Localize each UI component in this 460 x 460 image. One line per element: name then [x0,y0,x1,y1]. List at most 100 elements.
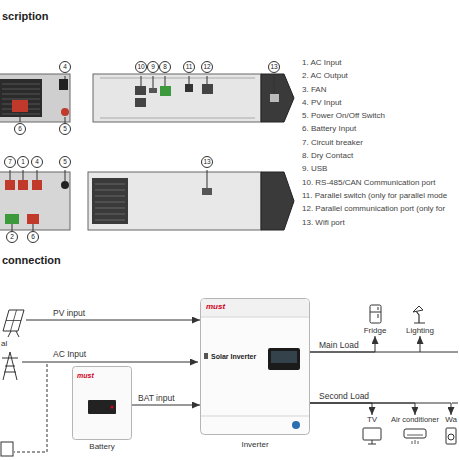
spec-item: 6. Battery Input [302,124,456,134]
device-cover [261,74,294,122]
edge-label: Main Load [318,340,360,350]
load-bus [420,352,458,403]
spec-item: 13. Wifi port [302,218,456,228]
edge-label: BAT input [137,393,176,403]
node-shape [404,429,426,438]
rj45-port [135,98,146,107]
ac-input-line [22,362,198,363]
wifi-port [270,94,279,102]
generator-icon [1,442,13,456]
callout-number: 7 [4,156,16,168]
spec-item: 12. Parallel communication port (only fo… [302,204,456,214]
leader-line [141,76,274,94]
spec-item: 8. Dry Contact [302,151,456,161]
spec-item: 3. FAN [302,85,456,95]
usb-port [149,88,157,93]
section-heading: scription [2,10,48,23]
device-cover [261,172,294,230]
edge-label: PV input [52,308,86,318]
air-conditioner-load: Air conditioner [391,415,439,445]
node-shape [448,434,454,440]
node-graphic [0,307,26,337]
callout-number: 4 [59,61,71,73]
spec-item: 2. AC Output [302,71,456,81]
callout-number: 6 [14,123,26,135]
spec-item: 11. Parallel switch (only for parallel m… [302,191,456,201]
leader-line [20,76,65,123]
spec-item: 4. PV Input [302,98,456,108]
spec-item: 7. Circuit breaker [302,138,456,148]
switch [61,181,69,189]
node-shape [271,351,297,363]
callout-number: 2 [6,231,18,243]
parallel-port [202,84,213,94]
node-shape [73,367,132,440]
terminal [5,180,15,190]
battery-unit: mustBattery [72,366,132,452]
node-text: Battery [72,442,132,452]
node-shape [201,299,310,435]
callout-number: 9 [147,61,159,73]
wifi-port [202,188,212,195]
rj45-port [135,86,146,95]
dashed-line [14,364,47,452]
pv-terminal [59,79,68,90]
spec-item: 9. USB [302,164,456,174]
connector-line [310,336,375,352]
node-text: Fridge [364,326,387,336]
terminal [18,180,28,190]
spec-item: 1. AC Input [302,58,456,68]
heatsink-fins [95,184,125,220]
lighting-load: Lighting [406,302,434,336]
parallel-switch [185,84,193,92]
terminal [27,214,39,224]
callout-number: 12 [201,61,213,73]
spec-item: 5. Power On/Off Switch [302,111,456,121]
connector-line [310,336,420,352]
node-text: must [77,371,132,381]
callout-number: 11 [183,61,195,73]
node-shape [292,421,300,429]
node-shape [407,435,423,444]
node-graphic [362,427,382,445]
device-bottom [0,172,70,230]
node-shape [370,307,381,318]
node-text: Wa [445,415,457,425]
callout-number: 1 [17,156,29,168]
node-shape [88,400,116,414]
edge-label: Second Load [318,391,370,401]
grid-tower-icon [2,352,18,380]
callout-number: 6 [27,231,39,243]
node-text: al [1,339,26,349]
callout-number: 13 [201,156,213,168]
terminal [32,180,42,190]
node-text: Air conditioner [391,415,439,425]
connector-line [310,403,451,415]
connector-line [310,403,372,415]
node-text: Lighting [406,326,434,336]
node-shape [8,331,19,337]
node-graphic [410,304,430,324]
callout-number: 10 [135,61,147,73]
section-heading: connection [2,254,61,267]
node-text: Inverter [200,440,310,450]
line-label: AC Input [52,349,87,359]
solar-panel: al [0,305,26,349]
fridge-load: Fridge [364,302,387,336]
node-text: TV [362,415,382,425]
node-shape [414,311,425,323]
connector-line [26,320,200,321]
node-shape [363,428,381,440]
node-shape [201,317,309,416]
callout-number: 8 [159,61,171,73]
device-side [93,74,261,122]
vent-line [100,78,255,118]
terminal [5,214,19,224]
spec-item: 10. RS-485/CAN Communication port [302,178,456,188]
dry-contact [160,86,171,96]
leader-line [207,170,208,188]
fan-grille [2,84,40,114]
node-text: must [206,302,310,312]
tv-load: TV [362,415,382,445]
